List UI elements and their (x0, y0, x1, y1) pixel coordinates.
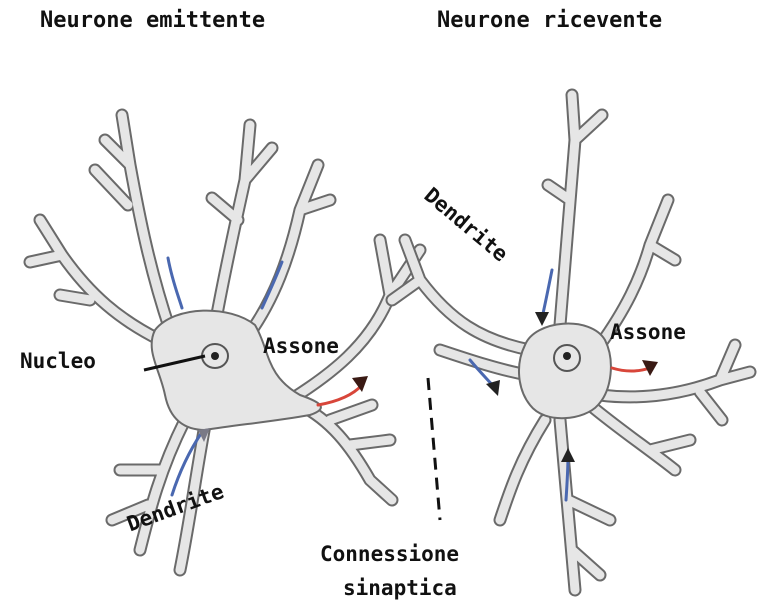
sender-neuron-title: Neurone emittente (40, 10, 265, 32)
assone-label-receiver: Assone (610, 322, 686, 343)
sender-nucleolus (211, 352, 219, 360)
synapse-dashed-line (428, 378, 440, 520)
assone-label-sender: Assone (263, 336, 339, 357)
receiver-neuron (392, 95, 750, 590)
synapse-label-line2: sinaptica (343, 578, 457, 599)
sender-cell-body (152, 311, 321, 430)
synapse-label-line1: Connessione (320, 544, 459, 565)
receiver-neuron-title: Neurone ricevente (437, 10, 662, 32)
receiver-nucleolus (563, 352, 571, 360)
nucleo-label: Nucleo (20, 351, 96, 372)
